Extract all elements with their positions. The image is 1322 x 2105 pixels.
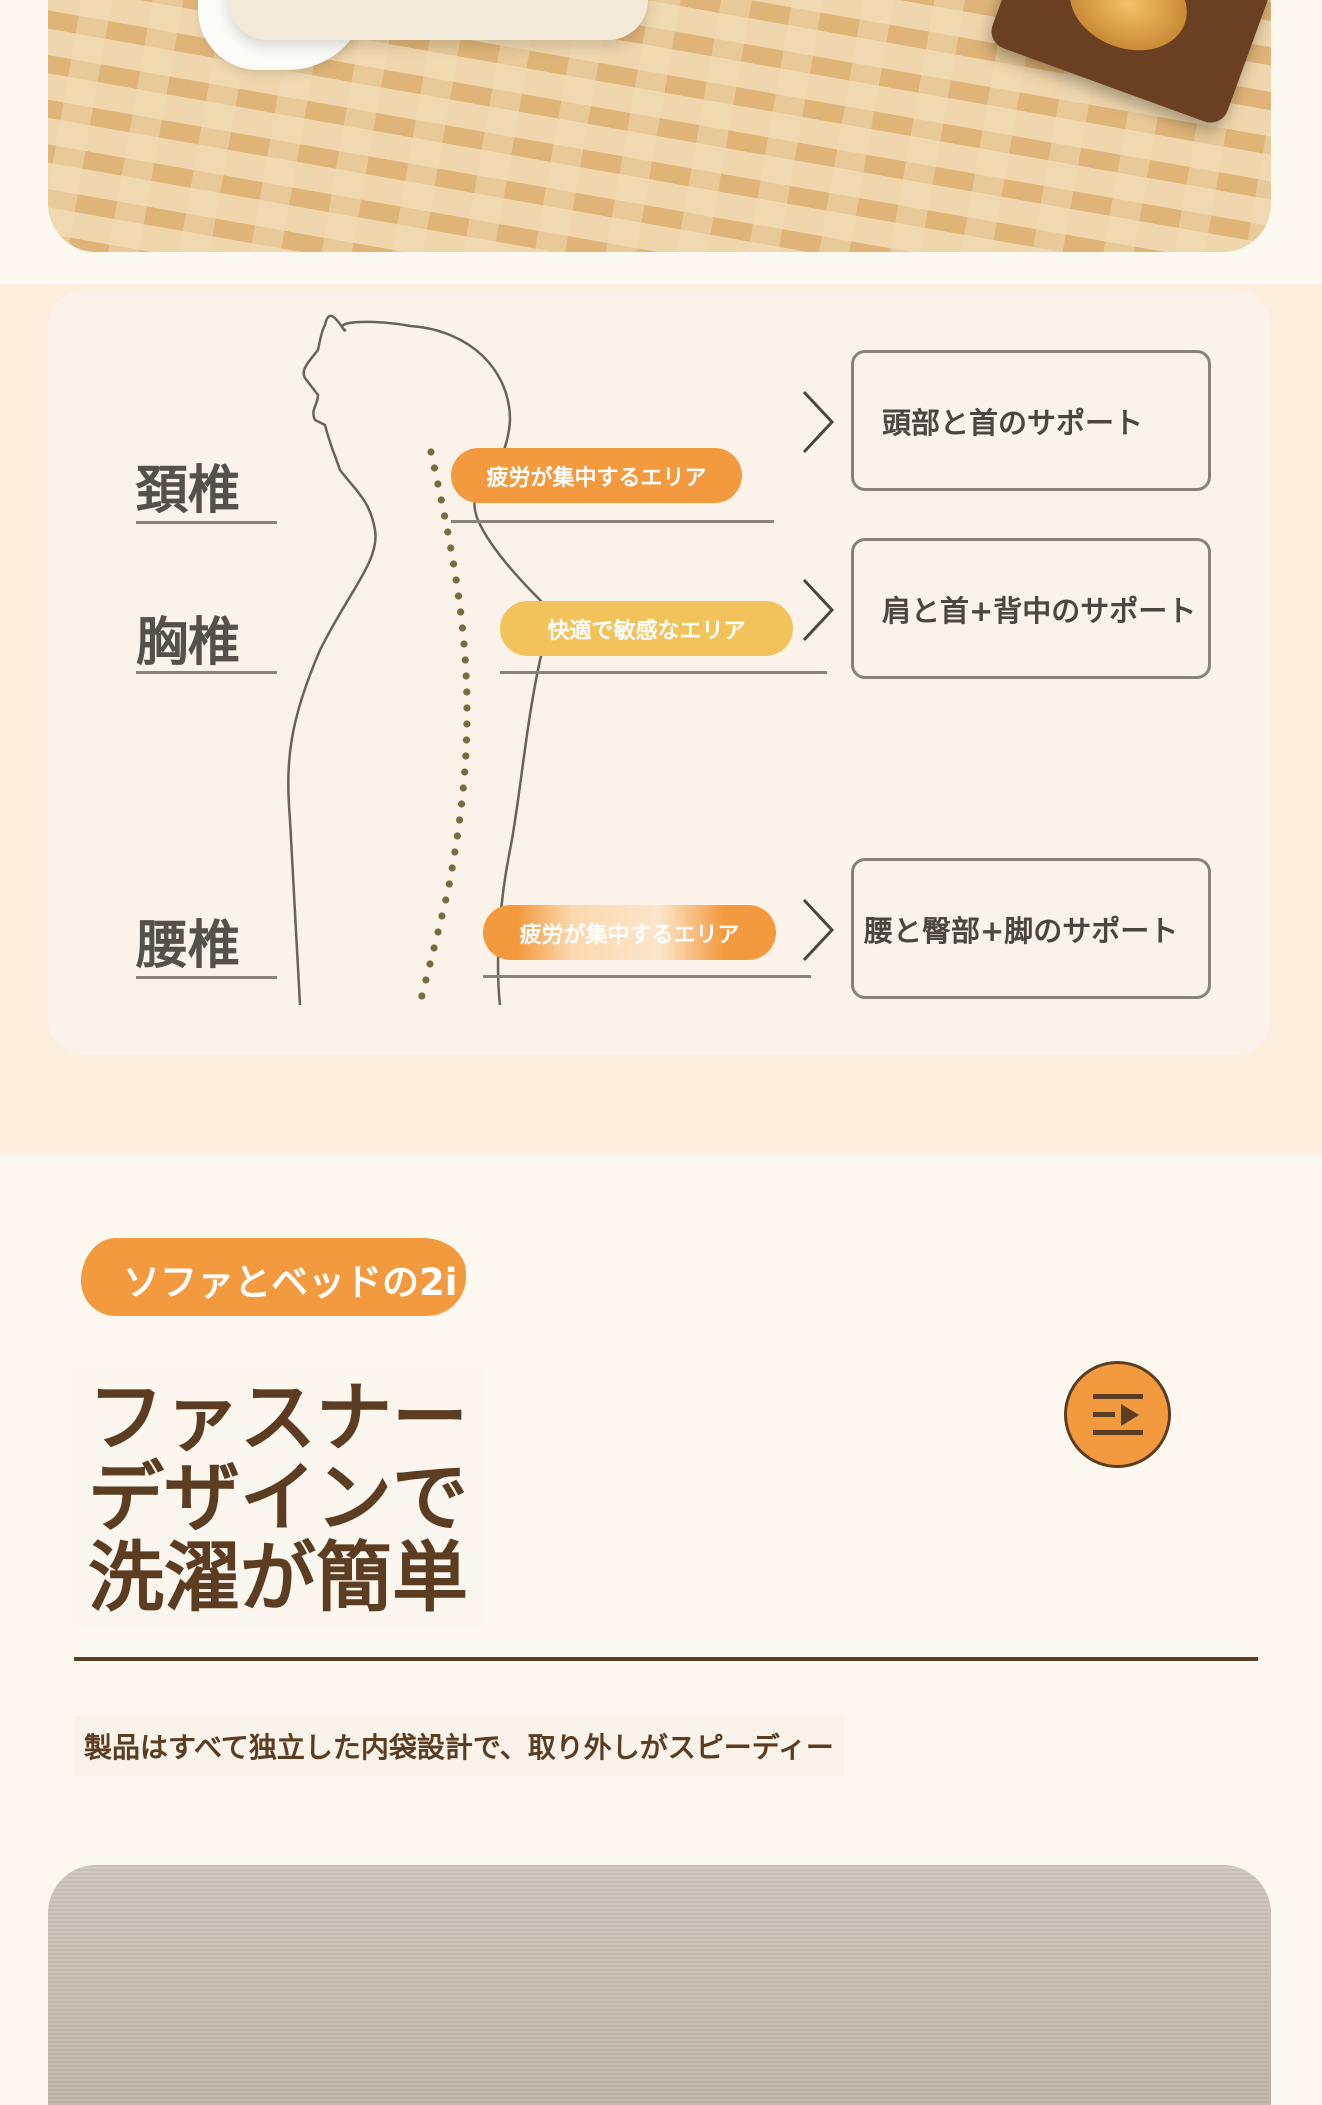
underline xyxy=(451,520,774,523)
divider xyxy=(0,281,1322,284)
product-photo-top xyxy=(48,0,1271,252)
underline xyxy=(500,671,827,674)
spine-dot xyxy=(418,992,426,1000)
spine-dot xyxy=(461,656,469,664)
spine-dot xyxy=(454,592,463,600)
spine-dot xyxy=(463,704,471,712)
spine-dot xyxy=(457,800,466,808)
spine-dot xyxy=(437,496,445,504)
label-lumbar: 腰椎 xyxy=(136,916,241,976)
body-outline xyxy=(287,314,550,1006)
spine-dot xyxy=(462,736,471,744)
spine-dot xyxy=(427,448,435,456)
title-line: 洗濯が簡単 xyxy=(88,1533,468,1622)
label-thoracic: 胸椎 xyxy=(136,613,241,673)
spine-dot xyxy=(461,768,469,776)
body-silhouette xyxy=(287,314,550,1006)
spine-dot xyxy=(430,944,438,952)
support-box-shoulder: 肩と首+背中のサポート xyxy=(851,538,1211,679)
spine-dot xyxy=(422,976,430,984)
spine-dot xyxy=(434,928,442,936)
spine-dot xyxy=(434,480,442,488)
label-cervical: 頚椎 xyxy=(136,461,241,521)
title-line: デザインで xyxy=(88,1453,468,1542)
spine-dot xyxy=(458,624,467,632)
spine-dot xyxy=(444,528,452,536)
list-play-icon xyxy=(1093,1394,1143,1435)
spine-dot xyxy=(457,608,465,616)
spine-dot xyxy=(456,816,464,824)
spine-dots xyxy=(418,448,471,1000)
menu-button[interactable] xyxy=(1064,1361,1171,1468)
spine-dot xyxy=(459,784,467,792)
chevrons xyxy=(802,390,835,962)
spine-dot xyxy=(448,864,456,872)
underline xyxy=(136,521,277,524)
underline xyxy=(136,976,277,979)
support-box-waist: 腰と臀部+脚のサポート xyxy=(851,858,1211,999)
product-photo-bottom xyxy=(48,1865,1271,2105)
spine-dot xyxy=(438,912,446,920)
feature-tag: ソファとベッドの2i xyxy=(81,1238,466,1316)
area-pill-thoracic: 快適で敏感なエリア xyxy=(500,601,793,656)
spine-dot xyxy=(442,896,450,904)
spine-dot xyxy=(452,576,460,584)
spine-dot xyxy=(430,464,439,472)
spine-dot xyxy=(440,512,449,520)
spine-dot xyxy=(463,720,471,728)
spine-dot xyxy=(460,640,468,648)
divider xyxy=(74,1657,1258,1661)
spine-dot xyxy=(451,848,459,856)
feature-subtitle: 製品はすべて独立した内袋設計で、取り外しがスピーディー xyxy=(74,1716,844,1776)
spine-dot xyxy=(445,880,453,888)
spine-dot xyxy=(463,688,471,696)
underline xyxy=(483,975,811,978)
chevron-right-icon xyxy=(802,578,835,642)
spine-dot xyxy=(449,560,458,568)
spine-dot xyxy=(453,832,461,840)
underline xyxy=(136,671,277,674)
area-pill-cervical: 疲労が集中するエリア xyxy=(451,448,742,503)
title-line: ファスナー xyxy=(88,1373,468,1462)
spine-dot xyxy=(426,960,434,968)
spine-dot xyxy=(462,672,470,680)
chevron-right-icon xyxy=(802,390,835,454)
support-box-head: 頭部と首のサポート xyxy=(851,350,1211,491)
spine-dot xyxy=(447,544,455,552)
feature-title: ファスナー デザインで 洗濯が簡単 xyxy=(74,1368,484,1628)
spine-dot xyxy=(462,752,470,760)
chevron-right-icon xyxy=(802,898,835,962)
cushion-image xyxy=(228,0,648,40)
area-pill-lumbar: 疲労が集中するエリア xyxy=(483,905,776,960)
